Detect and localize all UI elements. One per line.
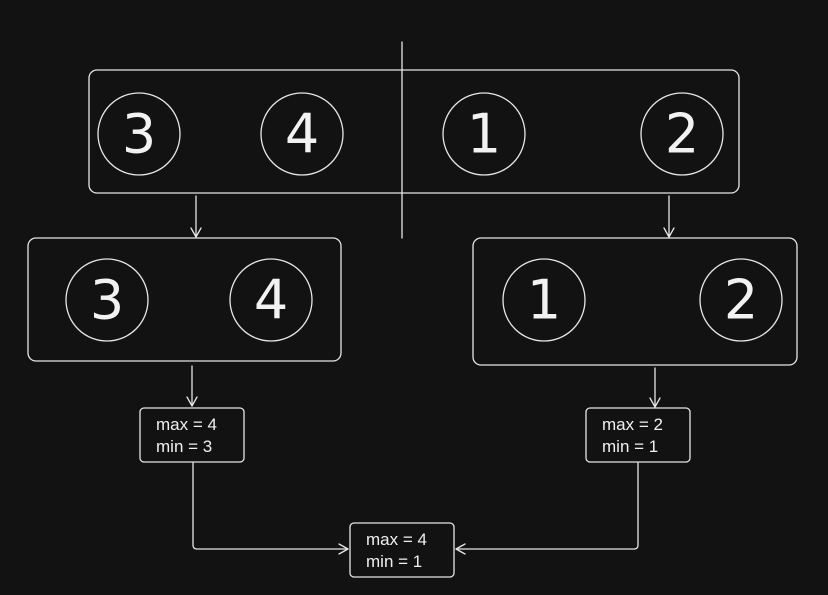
right-minmax-frame <box>585 407 691 463</box>
top-element-1: 3 <box>97 92 181 176</box>
right-sub-element-2: 2 <box>699 258 783 342</box>
top-element-circle <box>442 92 526 176</box>
top-element-4: 2 <box>640 92 724 176</box>
left-minmax-box: max = 4 min = 3 <box>139 407 245 463</box>
result-min-label: min = 1 <box>366 552 422 571</box>
merge-arrow-right <box>455 462 639 555</box>
left-sub-box <box>27 237 342 362</box>
sub-element-value: 3 <box>90 269 124 332</box>
sub-element-value: 1 <box>527 269 561 332</box>
merge-arrow-left <box>192 462 349 555</box>
left-sub-element-1: 3 <box>65 258 149 342</box>
right-minmax-box: max = 2 min = 1 <box>585 407 691 463</box>
top-element-3: 1 <box>442 92 526 176</box>
right-min-label: min = 1 <box>602 437 658 456</box>
top-element-circle <box>640 92 724 176</box>
left-minmax-frame <box>139 407 245 463</box>
top-element-circle <box>97 92 181 176</box>
sub-element-circle <box>699 258 783 342</box>
top-element-value: 2 <box>665 103 699 166</box>
left-sub-element-2: 4 <box>229 258 313 342</box>
sub-element-value: 2 <box>724 269 758 332</box>
left-sub-array: 3 4 <box>27 237 342 362</box>
top-element-circle <box>260 92 344 176</box>
right-sub-element-1: 1 <box>502 258 586 342</box>
sub-element-value: 4 <box>254 269 288 332</box>
top-element-value: 3 <box>122 103 156 166</box>
top-element-value: 4 <box>285 103 319 166</box>
top-element-value: 1 <box>467 103 501 166</box>
right-sub-box <box>472 237 798 366</box>
sub-element-circle <box>502 258 586 342</box>
top-array: 3 4 1 2 <box>88 41 740 239</box>
top-element-2: 4 <box>260 92 344 176</box>
left-min-label: min = 3 <box>156 437 212 456</box>
result-minmax-box: max = 4 min = 1 <box>349 522 455 578</box>
result-minmax-frame <box>349 522 455 578</box>
top-array-box <box>88 69 740 194</box>
result-max-label: max = 4 <box>366 530 427 549</box>
sub-element-circle <box>229 258 313 342</box>
right-max-label: max = 2 <box>602 415 663 434</box>
left-max-label: max = 4 <box>156 415 217 434</box>
right-sub-array: 1 2 <box>472 237 798 366</box>
sub-element-circle <box>65 258 149 342</box>
